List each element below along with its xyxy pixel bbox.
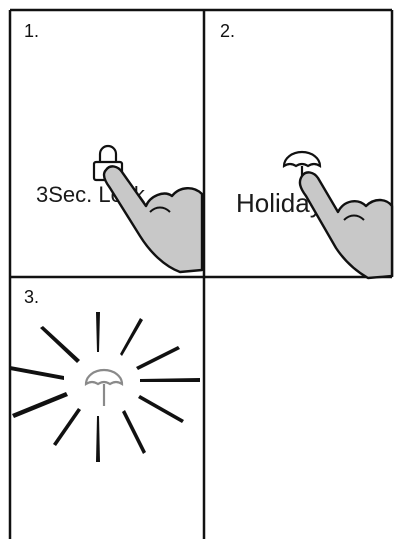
pointing-hand [104,166,202,272]
panel-1: 3Sec. Lock [36,146,202,272]
panel-2: Holiday [236,152,392,278]
ray [53,408,81,446]
step-number-3: 3. [24,288,39,306]
ray [136,346,180,370]
step-number-1: 1. [24,22,39,40]
ray [120,318,143,356]
ray [40,326,80,363]
ray [12,392,68,418]
pointing-hand [300,172,392,278]
ray [96,312,100,352]
panel-grid [10,10,392,539]
ray [138,395,184,423]
umbrella-icon [86,370,122,406]
panel-3 [10,312,200,462]
step-number-2: 2. [220,22,235,40]
ray [122,410,146,454]
ray [10,366,64,380]
ray [140,378,200,382]
ray [96,416,100,462]
